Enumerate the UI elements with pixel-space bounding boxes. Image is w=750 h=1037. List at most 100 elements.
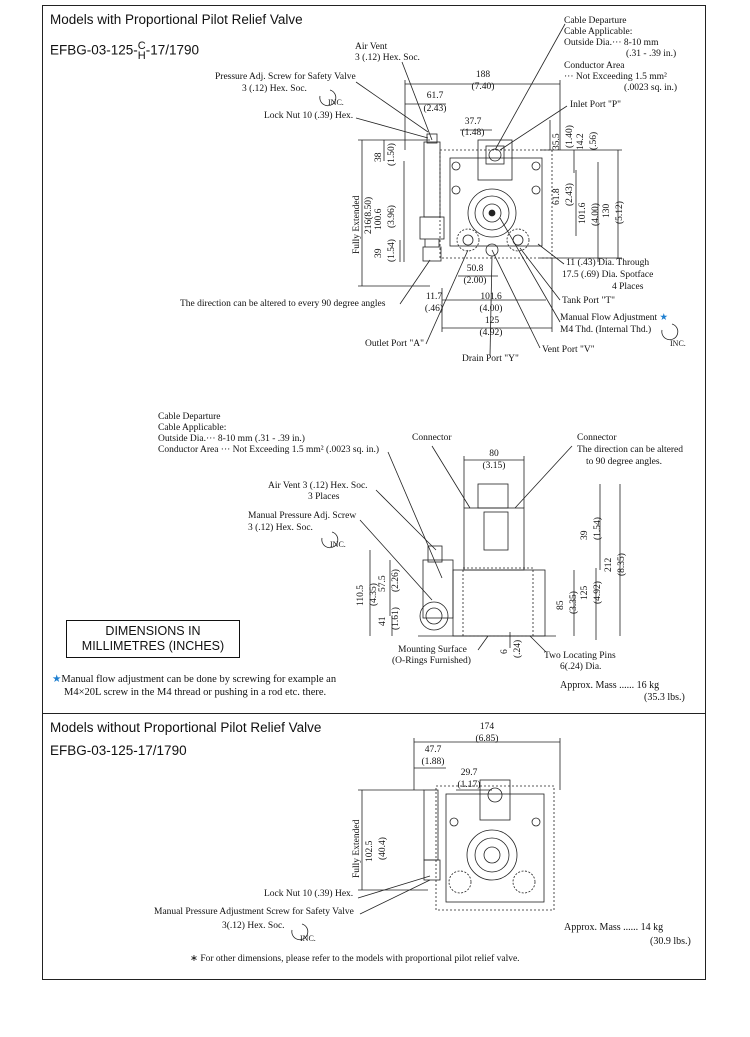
- dim-41-in-mid: (1.61): [391, 607, 401, 630]
- leader-connector-mid: [431, 445, 471, 509]
- page-frame: [42, 5, 706, 980]
- leader-direction: [399, 259, 431, 305]
- leader-cable: [494, 23, 566, 151]
- dim-37: 37.7: [464, 117, 482, 127]
- dim-174-in: (6.85): [475, 734, 499, 744]
- label-cable-departure: Cable Departure: [564, 16, 627, 26]
- dim-125-in: (4.92): [479, 328, 503, 338]
- top-main-port: [467, 188, 517, 238]
- dim-61b-in: (2.43): [565, 183, 575, 206]
- top-safety-valve: [423, 141, 441, 218]
- dim-102-in: (40.4): [378, 837, 388, 860]
- bottom-section-title: Models without Proportional Pilot Relief…: [50, 720, 322, 735]
- label-mounting-surface: Mounting Surface: [398, 645, 467, 655]
- label-cable-applicable: Cable Applicable:: [564, 27, 633, 37]
- manual-flow-text: Manual Flow Adjustment: [560, 313, 658, 323]
- manual-flow-note-line1: ★Manual flow adjustment can be done by s…: [52, 674, 336, 685]
- top-connector-ring: [488, 148, 502, 162]
- top-bolt-hole: [531, 161, 541, 171]
- dim-61: 61.7: [426, 91, 444, 101]
- dim-14-in: (.56): [589, 131, 599, 150]
- dim-50-in: (2.00): [463, 276, 487, 286]
- mid-body-inner: [462, 567, 534, 637]
- bot-body-outline: [435, 785, 555, 911]
- label-cable-applicable-mid: Cable Applicable:: [158, 423, 227, 433]
- bot-bolt-hole: [449, 817, 459, 827]
- label-manual-pressure-size-bot: 3(.12) Hex. Soc.: [222, 921, 285, 931]
- dim-38: 38: [374, 152, 384, 163]
- bot-main-port: [466, 829, 518, 881]
- mid-solenoid: [463, 507, 525, 571]
- label-inlet-port: Inlet Port "P": [570, 100, 622, 110]
- dim-174: 174: [479, 722, 495, 732]
- dimensions-box-line1: DIMENSIONS IN: [105, 624, 201, 638]
- dim-101b: 101.6: [480, 292, 502, 302]
- dim-85-mid: 85: [556, 600, 566, 611]
- label-spotface: 17.5 (.69) Dia. Spotface: [562, 270, 654, 280]
- inc-arc-icon: [661, 323, 679, 341]
- bottom-model-code: EFBG-03-125-17/1790: [50, 743, 187, 758]
- mid-adj-screw: [427, 545, 443, 563]
- top-main-port-center: [488, 209, 496, 217]
- leader-lock-nut-bot: [357, 875, 431, 899]
- dim-61b: 61.8: [552, 188, 562, 205]
- label-dia-through: 11 (.43) Dia. Through: [566, 258, 650, 268]
- top-main-port-core: [482, 203, 502, 223]
- bot-port-a: [448, 870, 472, 894]
- dim-216: 216(8.50): [364, 196, 374, 234]
- leader-outlet: [425, 249, 469, 345]
- leader-manual-bot: [359, 879, 431, 915]
- bot-valve-body: [445, 793, 545, 903]
- dim-130-in: (5.12): [615, 201, 625, 224]
- label-pins-dia: 6(.24) Dia.: [560, 662, 602, 672]
- label-inc-1: INC.: [328, 98, 344, 107]
- label-lock-nut-bot: Lock Nut 10 (.39) Hex.: [264, 889, 354, 899]
- footnote: ∗ For other dimensions, please refer to …: [190, 954, 520, 964]
- label-manual-pressure-mid: Manual Pressure Adj. Screw: [248, 511, 357, 521]
- top-main-port-inner: [474, 195, 510, 231]
- label-two-pins: Two Locating Pins: [544, 651, 616, 661]
- label-manual-flow: Manual Flow Adjustment ★: [560, 313, 668, 324]
- label-conductor-value-in: (.0023 sq. in.): [624, 83, 678, 93]
- leader-air-vent-mid: [375, 489, 437, 551]
- dim-101-in: (4.00): [591, 203, 601, 226]
- leader-cable-mid: [387, 451, 443, 579]
- label-four-places: 4 Places: [612, 282, 644, 292]
- bot-lock-nut: [423, 859, 441, 881]
- top-lock-nut: [426, 133, 438, 144]
- label-o-rings: (O-Rings Furnished): [392, 656, 471, 666]
- leader-mounting: [477, 635, 489, 651]
- bottom-valve-drawing: [291, 738, 561, 941]
- leader-dia: [537, 243, 565, 265]
- leader-air-vent: [401, 61, 433, 141]
- label-fully-extended: Fully Extended: [352, 195, 362, 254]
- dim-100: 100.6: [374, 208, 384, 230]
- label-inc-2: INC.: [670, 339, 686, 348]
- leader-pressure-adj: [355, 81, 429, 133]
- label-outside-dia-mid: Outside Dia.··· 8-10 mm (.31 - .39 in.): [158, 434, 305, 444]
- inc-arc-icon: [321, 531, 339, 549]
- top-safety-body: [419, 216, 445, 240]
- dim-35-in: (1.40): [565, 125, 575, 148]
- top-port-t: [506, 228, 530, 252]
- dim-130: 130: [602, 203, 612, 218]
- leader-flow: [499, 217, 561, 323]
- dim-125: 125: [484, 316, 500, 326]
- dim-188: 188: [475, 70, 491, 80]
- dim-212-mid: 212: [604, 557, 614, 572]
- top-port-a-inner: [462, 234, 474, 246]
- variant-c: C: [137, 40, 146, 52]
- dim-37-in: (1.48): [461, 128, 485, 138]
- label-direction-note: The direction can be altered to every 90…: [180, 299, 386, 309]
- mid-port-inner: [425, 607, 443, 625]
- leader-inlet: [499, 105, 568, 151]
- dim-110-mid: 110.5: [356, 584, 366, 606]
- dim-57-in-mid: (2.26): [391, 569, 401, 592]
- dim-35: 35.5: [552, 133, 562, 150]
- label-mass-lbs-mid: (35.3 lbs.): [644, 692, 685, 703]
- label-outside-dia-in: (.31 - .39 in.): [626, 49, 677, 59]
- dim-50: 50.8: [466, 264, 484, 274]
- dimensions-unit-box: DIMENSIONS IN MILLIMETRES (INCHES): [66, 620, 240, 658]
